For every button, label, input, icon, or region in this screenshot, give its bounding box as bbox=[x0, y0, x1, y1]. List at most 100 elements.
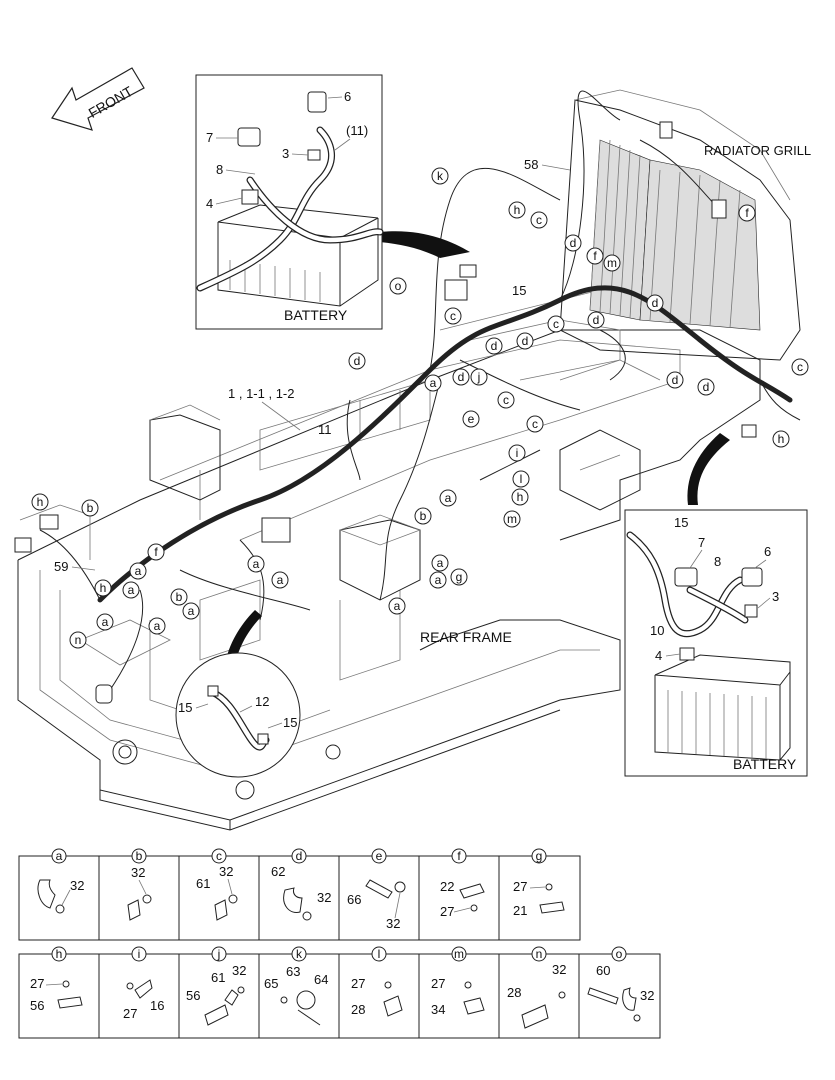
svg-text:27: 27 bbox=[123, 1006, 137, 1021]
svg-text:b: b bbox=[136, 849, 143, 863]
br-label-3: 3 bbox=[772, 589, 779, 604]
svg-text:e: e bbox=[468, 412, 475, 426]
svg-text:d: d bbox=[652, 296, 659, 310]
callout-b2: b bbox=[81, 499, 99, 517]
callout-c3: c bbox=[547, 315, 565, 333]
svg-text:c: c bbox=[536, 213, 542, 227]
radiator-grill: RADIATOR GRILL bbox=[559, 89, 811, 361]
svg-text:d: d bbox=[458, 370, 465, 384]
svg-text:c: c bbox=[797, 360, 803, 374]
battery-inset-top: 6 7 (11) 3 8 4 BATTERY bbox=[195, 74, 384, 330]
callout-d7: d bbox=[485, 337, 503, 355]
svg-text:a: a bbox=[253, 557, 260, 571]
legend-cell-g: g 27 21 bbox=[513, 848, 565, 918]
svg-text:27: 27 bbox=[351, 976, 365, 991]
svg-text:28: 28 bbox=[351, 1002, 365, 1017]
svg-text:b: b bbox=[420, 509, 427, 523]
svg-text:d: d bbox=[296, 849, 303, 863]
svg-text:f: f bbox=[745, 206, 749, 220]
svg-text:62: 62 bbox=[271, 864, 285, 879]
svg-text:f: f bbox=[457, 849, 461, 863]
part-11-label: 11 bbox=[318, 422, 332, 437]
part-58-label: 58 bbox=[524, 157, 538, 172]
svg-text:32: 32 bbox=[232, 963, 246, 978]
callout-d5: d bbox=[516, 332, 534, 350]
legend-cell-i: i 27 16 bbox=[123, 946, 164, 1021]
svg-text:h: h bbox=[37, 495, 44, 509]
callout-a7: a bbox=[129, 562, 147, 580]
svg-text:d: d bbox=[491, 339, 498, 353]
callout-f: f bbox=[586, 247, 604, 265]
callout-l: l bbox=[512, 470, 530, 488]
svg-text:m: m bbox=[507, 512, 517, 526]
svg-text:32: 32 bbox=[386, 916, 400, 931]
svg-text:m: m bbox=[454, 947, 464, 961]
callout-a: a bbox=[424, 374, 442, 392]
svg-text:56: 56 bbox=[186, 988, 200, 1003]
callout-d8: d bbox=[452, 368, 470, 386]
callout-c5: c bbox=[497, 391, 515, 409]
rear-frame-label: REAR FRAME bbox=[420, 629, 512, 645]
svg-text:a: a bbox=[437, 556, 444, 570]
svg-text:a: a bbox=[435, 573, 442, 587]
svg-text:16: 16 bbox=[150, 998, 164, 1013]
svg-text:27: 27 bbox=[513, 879, 527, 894]
svg-text:d: d bbox=[354, 354, 361, 368]
legend-cell-m: m 27 34 bbox=[431, 946, 485, 1017]
svg-text:f: f bbox=[593, 249, 597, 263]
battery-right-caption: BATTERY bbox=[733, 756, 797, 772]
callout-i: i bbox=[508, 444, 526, 462]
battery-inset-right: 15 7 6 8 3 10 4 BATTERY bbox=[624, 509, 808, 777]
callout-d6: d bbox=[348, 352, 366, 370]
legend-cell-j: j 61 32 56 bbox=[186, 946, 246, 1026]
svg-text:28: 28 bbox=[507, 985, 521, 1000]
legend-cell-c: c 61 32 bbox=[196, 848, 238, 921]
svg-text:c: c bbox=[503, 393, 509, 407]
svg-text:k: k bbox=[437, 169, 444, 183]
svg-text:d: d bbox=[703, 380, 710, 394]
legend-cell-d: d 62 32 bbox=[271, 848, 331, 921]
callout-d4: d bbox=[587, 311, 605, 329]
callout-c: c bbox=[530, 211, 548, 229]
callout-a5: a bbox=[388, 597, 406, 615]
callout-a9: a bbox=[122, 581, 140, 599]
callout-b: b bbox=[414, 507, 432, 525]
svg-text:i: i bbox=[516, 446, 519, 460]
callout-a3: a bbox=[431, 554, 449, 572]
callout-h4: h bbox=[31, 493, 49, 511]
callout-c6: c bbox=[526, 415, 544, 433]
svg-text:d: d bbox=[522, 334, 529, 348]
svg-text:n: n bbox=[75, 633, 82, 647]
svg-text:d: d bbox=[672, 373, 679, 387]
svg-text:b: b bbox=[176, 590, 183, 604]
svg-text:m: m bbox=[607, 256, 617, 270]
legend-cell-e: e 66 32 bbox=[347, 848, 406, 931]
callout-a10: a bbox=[182, 602, 200, 620]
callout-f2: f bbox=[738, 204, 756, 222]
svg-text:f: f bbox=[154, 545, 158, 559]
svg-text:g: g bbox=[456, 570, 463, 584]
callout-c2: c bbox=[444, 307, 462, 325]
radiator-grill-label: RADIATOR GRILL bbox=[704, 143, 811, 158]
part-15-label: 15 bbox=[512, 283, 526, 298]
callout-m: m bbox=[603, 254, 621, 272]
part-59-label: 59 bbox=[54, 559, 68, 574]
callout-o: o bbox=[389, 277, 407, 295]
br-label-7: 7 bbox=[698, 535, 705, 550]
br-label-6: 6 bbox=[764, 544, 771, 559]
svg-text:o: o bbox=[616, 947, 623, 961]
bt-label-7: 7 bbox=[206, 130, 213, 145]
svg-text:a: a bbox=[102, 615, 109, 629]
callout-k: k bbox=[431, 167, 449, 185]
svg-text:a: a bbox=[430, 376, 437, 390]
svg-text:34: 34 bbox=[431, 1002, 445, 1017]
svg-text:j: j bbox=[477, 370, 481, 384]
callout-h5: h bbox=[94, 579, 112, 597]
svg-text:21: 21 bbox=[513, 903, 527, 918]
svg-text:32: 32 bbox=[219, 864, 233, 879]
svg-text:c: c bbox=[216, 849, 222, 863]
callout-h2: h bbox=[772, 430, 790, 448]
callout-c4: c bbox=[791, 358, 809, 376]
bt-label-6: 6 bbox=[344, 89, 351, 104]
dc-label-12: 12 bbox=[255, 694, 269, 709]
